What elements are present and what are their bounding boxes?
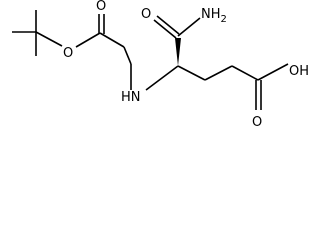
amide-nh2-subscript: 2 <box>221 14 227 25</box>
bond-acid-c-oh <box>257 63 289 81</box>
tert-butyl-group <box>12 10 63 56</box>
bond-tbu-c-o <box>35 31 63 47</box>
bond-n-alpha-c <box>145 65 179 91</box>
bond-carbamate-c-n-vertical <box>123 46 132 65</box>
atom-carbamate-o-carbonyl: O <box>96 0 106 14</box>
bond-gamma-c-acid-c <box>231 65 259 81</box>
atom-amide-o: O <box>141 7 151 22</box>
amide-nh2-label: NH <box>201 7 221 22</box>
bond-o-carbonyl-c <box>75 32 101 48</box>
bond-amide-c-n <box>177 17 201 37</box>
bond-beta-c-gamma-c <box>204 65 233 81</box>
wedge-bond-alpha-c-amide <box>175 38 181 66</box>
bond-amide-c-o-a <box>153 19 177 39</box>
atom-nh: HN <box>121 90 141 105</box>
bond-carbamate-c-n <box>99 32 125 48</box>
bond-alpha-c-beta-c <box>177 65 206 81</box>
atom-carbamate-o-ester: O <box>63 46 73 61</box>
structure-diagram: O O HN O NH2 OH O <box>12 0 309 130</box>
bond-amide-c-o-b <box>156 15 180 35</box>
atom-amide-nh2: NH2 <box>201 7 227 25</box>
atom-acid-o: O <box>252 115 262 130</box>
atom-acid-oh: OH <box>289 64 309 79</box>
